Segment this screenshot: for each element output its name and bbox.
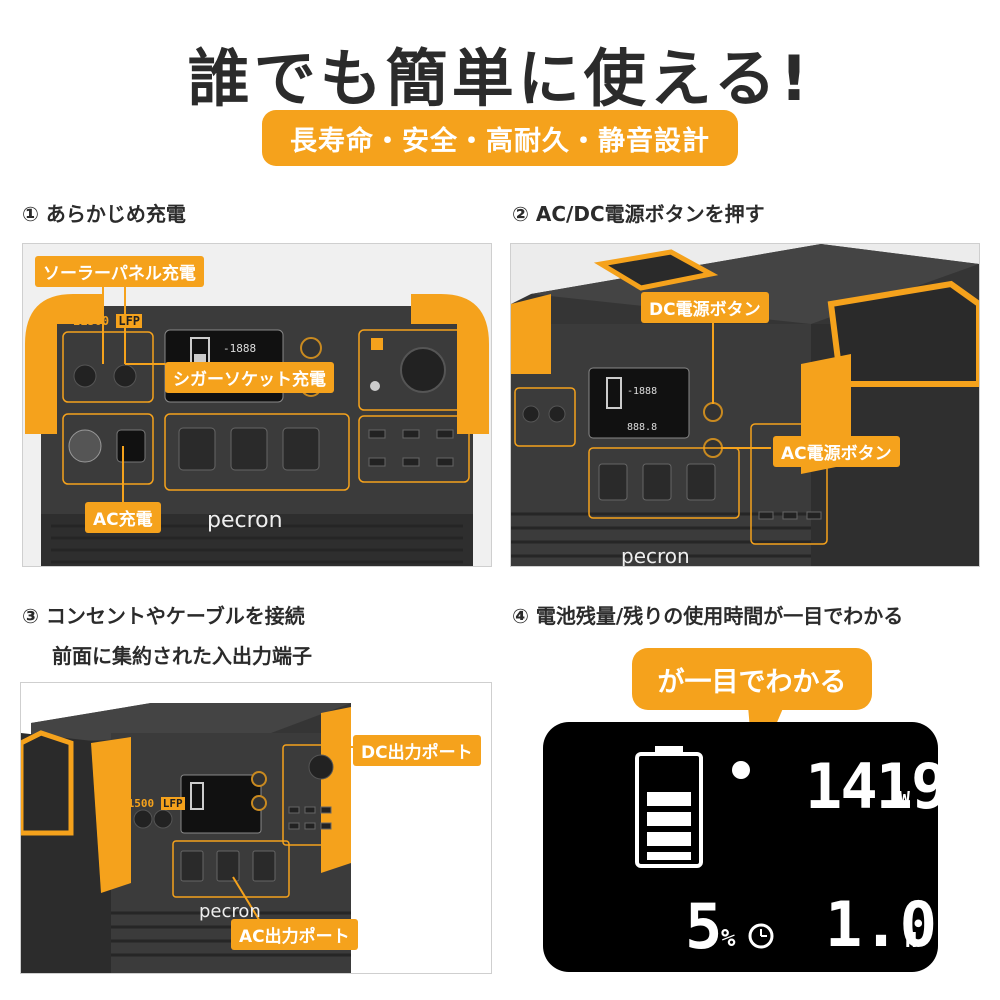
lcd-display: 1419 W 5 % 1.0 H (543, 722, 948, 972)
model-name: E1500 (73, 314, 110, 328)
ac-output-port-label: AC出力ポート (231, 919, 358, 950)
svg-text:888.8: 888.8 (627, 422, 657, 433)
step-4-label: ④ 電池残量/残りの使用時間が一目でわかる (512, 604, 904, 628)
battery-percent-unit: % (721, 924, 736, 952)
solar-charging-label: ソーラーパネル充電 (35, 256, 204, 287)
output-power-value: 1419 (805, 750, 948, 823)
panel-charging: -1888 888.8 E1500 LFP pecron ソー (22, 243, 492, 567)
model-name: E1500 (121, 797, 155, 810)
feature-pill: 長寿命・安全・高耐久・静音設計 (262, 110, 738, 166)
car-socket-charging-label: シガーソケット充電 (165, 362, 334, 393)
step-1-label: ① あらかじめ充電 (22, 202, 186, 226)
panel-ports: E1500 LFP pecron DC出力ポート AC出力ポート (20, 682, 492, 974)
device-front-illustration: -1888 888.8 (23, 244, 491, 566)
brand-logo: pecron (207, 508, 283, 533)
ac-charging-label: AC充電 (85, 502, 161, 533)
device-ports-illustration (21, 683, 491, 973)
model-name: E1500 (515, 344, 552, 358)
model-tag: LFP (160, 797, 185, 810)
panel-power-buttons: -1888 888.8 E1500 pecron DC電源ボタン AC電源ボタン (510, 243, 980, 567)
output-power-unit: W (899, 788, 910, 809)
svg-text:-1888: -1888 (627, 386, 657, 397)
page-title: 誰でも簡単に使える! (187, 42, 813, 115)
ac-power-button-label: AC電源ボタン (773, 436, 900, 467)
dc-output-port-label: DC出力ポート (353, 735, 481, 766)
step-2-label: ② AC/DC電源ボタンを押す (512, 202, 765, 226)
callout-bubble: が一目でわかる (632, 648, 872, 710)
lcd-graphics (635, 746, 774, 949)
step-3-sublabel: 前面に集約された入出力端子 (52, 644, 312, 668)
dc-power-button-label: DC電源ボタン (641, 292, 769, 323)
device-angled-illustration: -1888 888.8 (511, 244, 979, 566)
remaining-time-unit: H (905, 928, 918, 952)
model-tag: LFP (116, 314, 143, 328)
battery-percent-value: 5 (685, 890, 723, 963)
svg-text:-1888: -1888 (223, 342, 256, 355)
remaining-time-value: 1.0 (825, 888, 937, 961)
brand-logo: pecron (199, 901, 261, 922)
brand-logo: pecron (621, 544, 690, 567)
step-3-label: ③ コンセントやケーブルを接続 (22, 604, 305, 628)
